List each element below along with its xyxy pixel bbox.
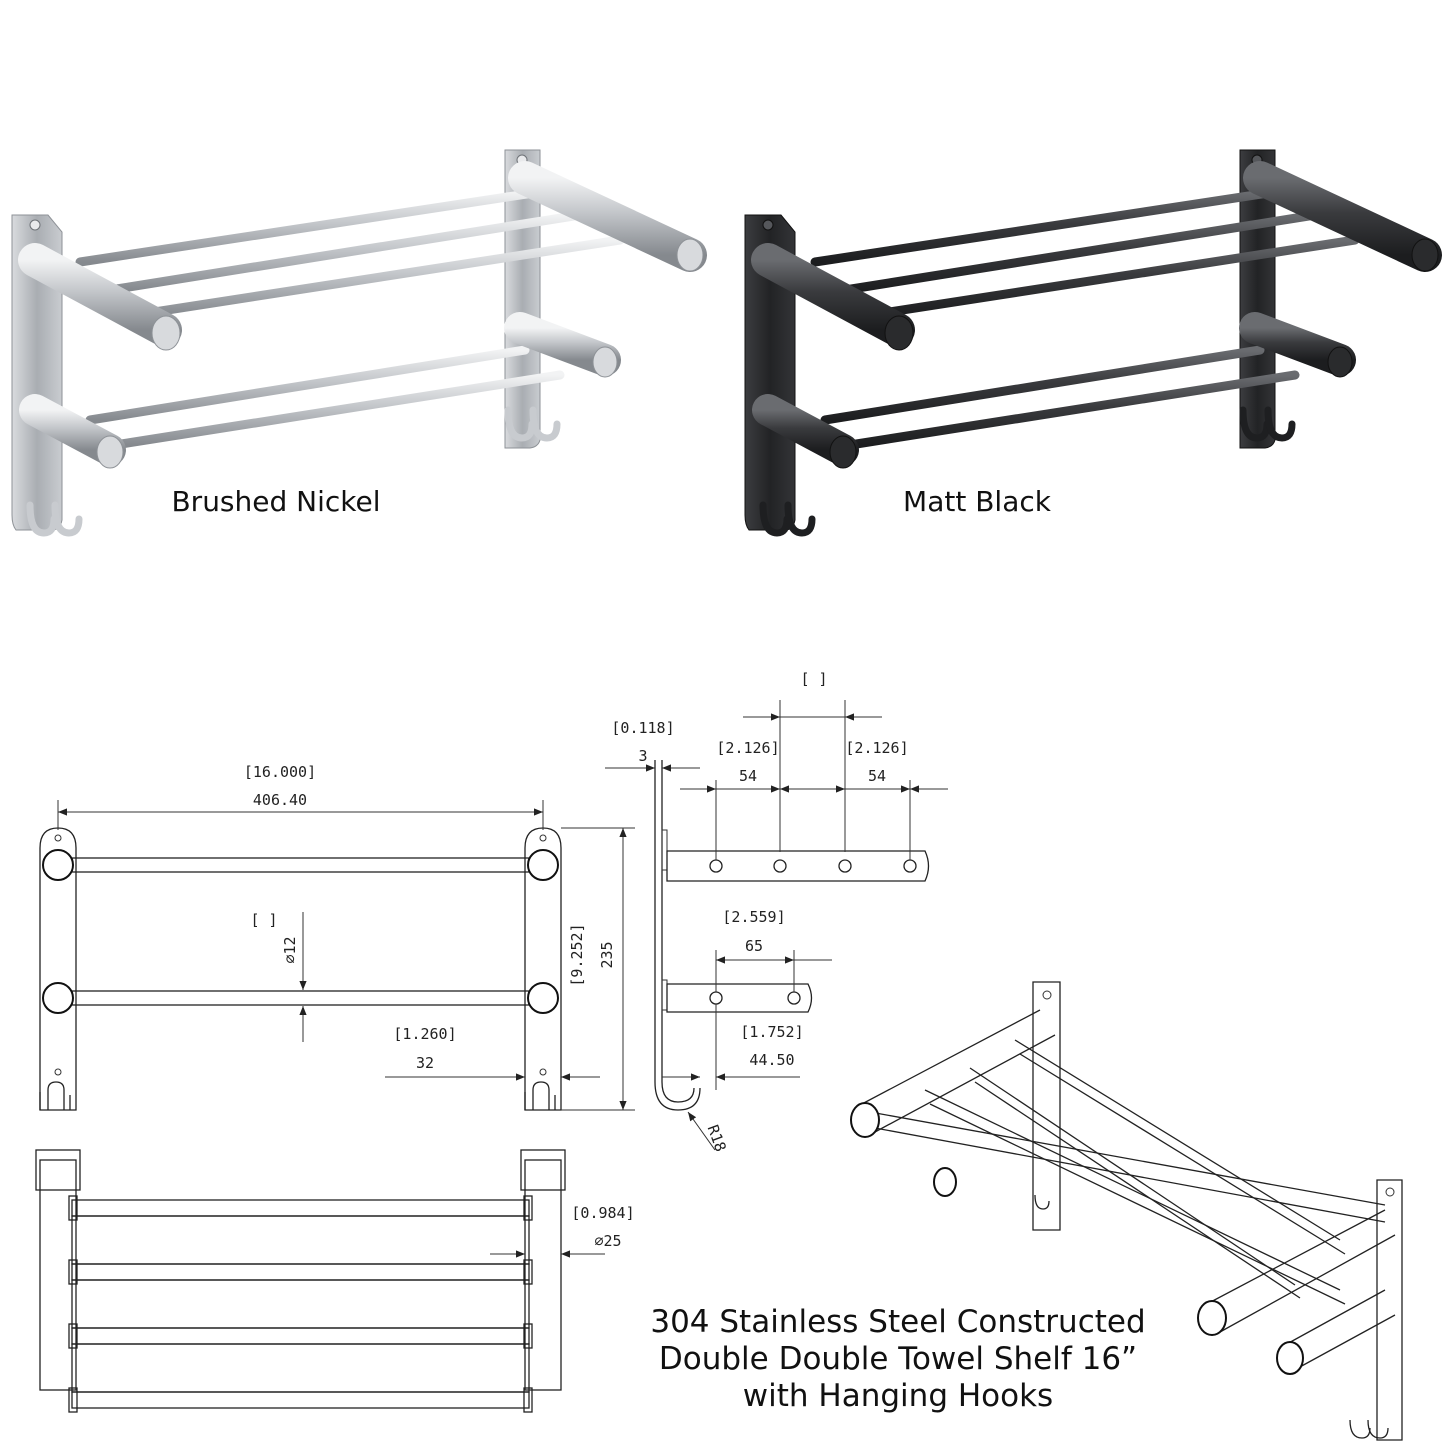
side-view-dimensions: [605, 700, 948, 1151]
side-offset-in: [1.752]: [740, 1023, 803, 1041]
caption-line-1: 304 Stainless Steel Constructed: [650, 1304, 1145, 1340]
side-gap1-mm: 54: [739, 767, 757, 785]
front-width-in: [16.000]: [244, 763, 316, 781]
black-shelf-render: [744, 149, 1442, 537]
nickel-label: Brushed Nickel: [171, 485, 380, 518]
front-height-mm: 235: [598, 941, 616, 968]
caption-line-2: Double Double Towel Shelf 16”: [659, 1341, 1137, 1377]
isometric-drawing: [850, 981, 1403, 1441]
top-view-drawing: [35, 1149, 566, 1413]
black-label: Matt Black: [903, 485, 1052, 518]
side-gap2-mm: 54: [868, 767, 886, 785]
front-view-dimensions: [57, 800, 635, 1111]
side-lower-in: [2.559]: [722, 908, 785, 926]
front-bar-dia-bracket: [ ]: [250, 911, 277, 929]
side-gap2-in: [2.126]: [845, 739, 908, 757]
front-bar-dia: ⌀12: [281, 936, 299, 963]
front-width-mm: 406.40: [253, 791, 307, 809]
side-plate-mm: 3: [638, 747, 647, 765]
side-top-bracket: [ ]: [800, 670, 827, 688]
side-lower-mm: 65: [745, 937, 763, 955]
top-tube-in: [0.984]: [571, 1204, 634, 1222]
top-tube-mm: ⌀25: [594, 1232, 621, 1250]
front-height-in: [9.252]: [568, 923, 586, 986]
front-bracket-mm: 32: [416, 1054, 434, 1072]
side-plate-in: [0.118]: [611, 719, 674, 737]
side-offset-mm: 44.50: [749, 1051, 794, 1069]
side-gap1-in: [2.126]: [716, 739, 779, 757]
caption-line-3: with Hanging Hooks: [743, 1378, 1053, 1414]
front-bracket-in: [1.260]: [393, 1025, 456, 1043]
side-view-drawing: [654, 760, 930, 1111]
front-view-drawing: [39, 827, 562, 1111]
nickel-shelf-render: [11, 149, 707, 537]
side-hook-radius: R18: [704, 1122, 730, 1154]
